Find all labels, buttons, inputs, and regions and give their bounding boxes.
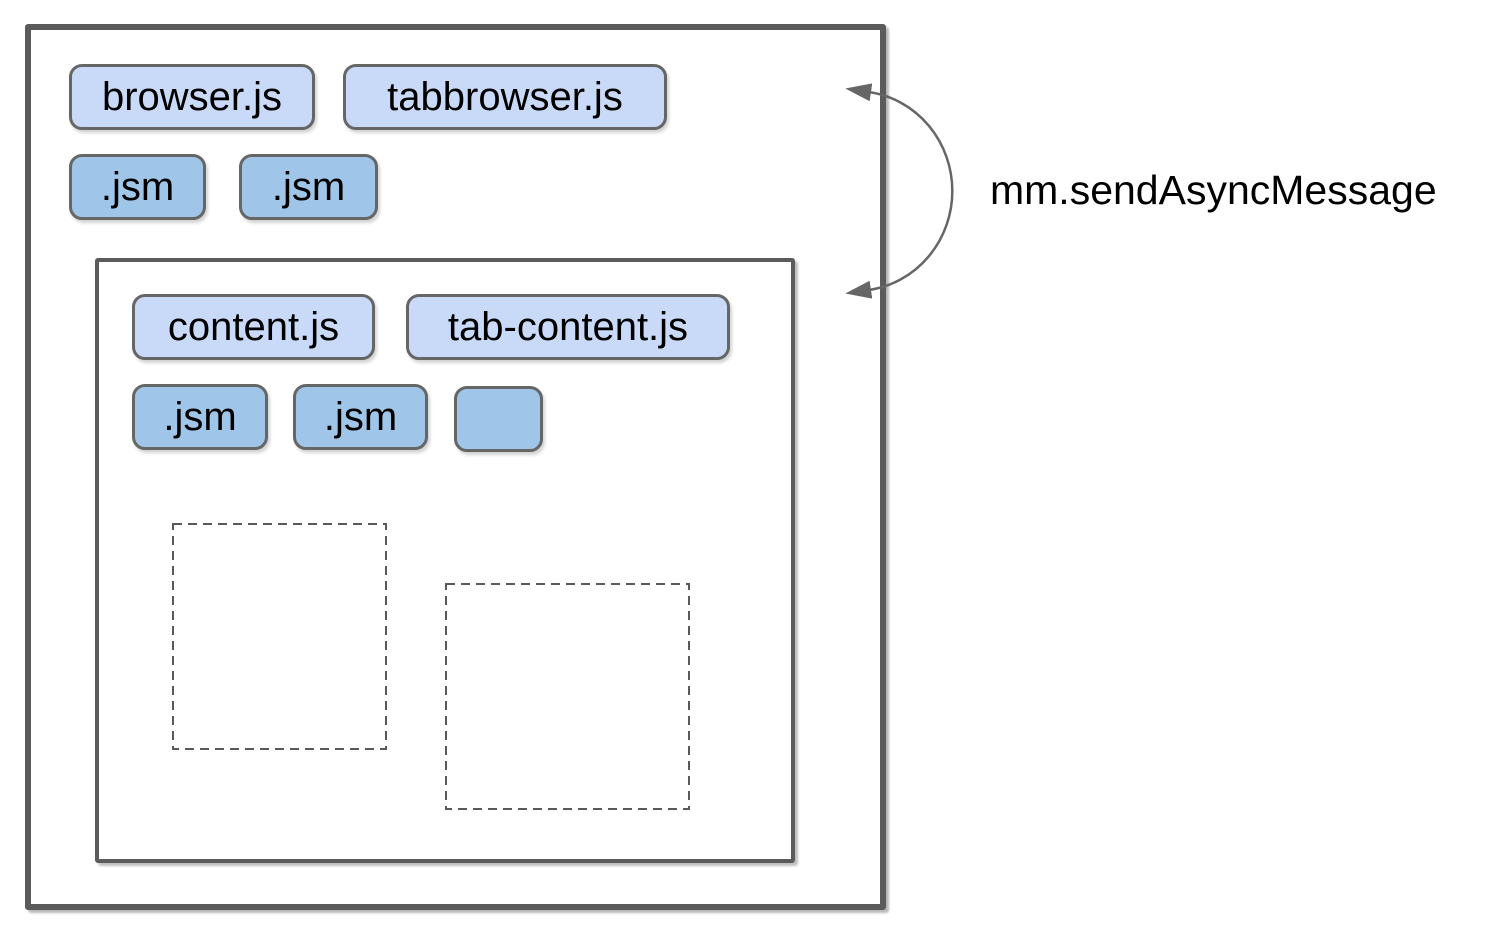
chrome-jsm-pill-2: .jsm — [239, 154, 378, 220]
chrome-jsm-label-2: .jsm — [271, 164, 346, 209]
content-js-pill: content.js — [132, 294, 375, 360]
content-jsm-label-1: .jsm — [163, 394, 237, 439]
tab-content-js-pill: tab-content.js — [406, 294, 730, 360]
chrome-jsm-pill-1: .jsm — [69, 154, 206, 220]
content-js-label: content.js — [167, 304, 340, 349]
tabbrowser-js-pill: tabbrowser.js — [343, 64, 667, 130]
content-jsm-pill-2: .jsm — [293, 384, 428, 450]
content-jsm-pill-1: .jsm — [132, 384, 268, 450]
chrome-jsm-label-1: .jsm — [100, 164, 175, 209]
content-jsm-pill-empty — [454, 386, 543, 452]
arrow-label: mm.sendAsyncMessage — [990, 167, 1437, 213]
browser-js-pill: browser.js — [69, 64, 315, 130]
tabbrowser-js-label: tabbrowser.js — [387, 74, 623, 119]
tab-content-js-label: tab-content.js — [447, 304, 689, 349]
content-jsm-label-2: .jsm — [323, 394, 398, 439]
browser-js-label: browser.js — [101, 74, 283, 119]
